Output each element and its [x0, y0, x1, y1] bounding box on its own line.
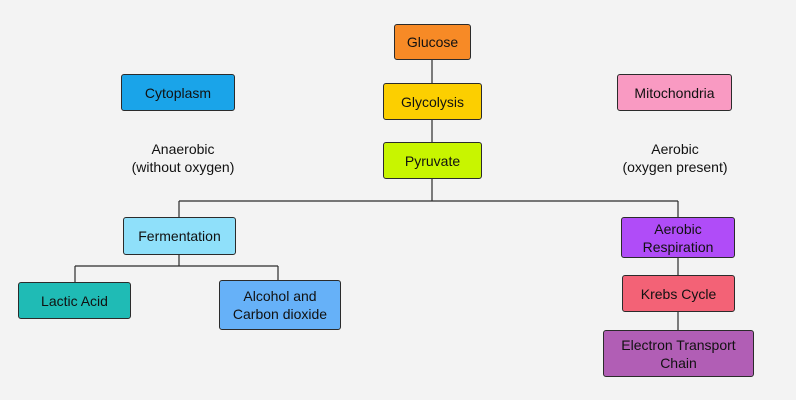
krebs-cycle-node: Krebs Cycle — [622, 275, 735, 312]
alcohol-co2-node: Alcohol and Carbon dioxide — [219, 280, 341, 330]
lactic-acid-node: Lactic Acid — [18, 282, 131, 319]
aerobic-label: Aerobic (oxygen present) — [622, 141, 728, 175]
fermentation-node: Fermentation — [123, 217, 236, 255]
glucose-node: Glucose — [394, 24, 471, 60]
aerobic-respiration-node: Aerobic Respiration — [621, 217, 735, 258]
pyruvate-node: Pyruvate — [383, 142, 482, 179]
glycolysis-node: Glycolysis — [383, 83, 482, 120]
anaerobic-label: Anaerobic (without oxygen) — [131, 141, 235, 175]
mitochondria-node: Mitochondria — [617, 74, 732, 111]
cytoplasm-node: Cytoplasm — [121, 74, 235, 111]
electron-transport-chain-node: Electron Transport Chain — [603, 330, 754, 377]
